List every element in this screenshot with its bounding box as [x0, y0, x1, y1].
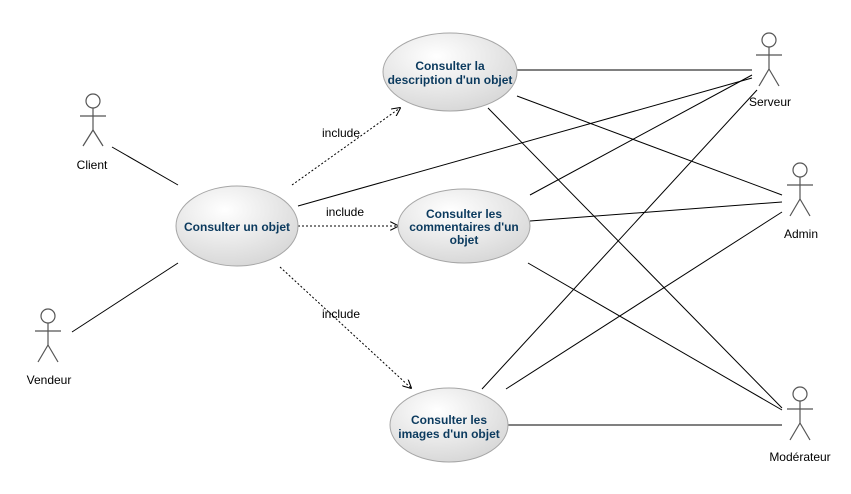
- assoc-commentaires-moderateur: [527, 262, 783, 411]
- use-case-description-line-2: description d'un objet: [388, 73, 513, 87]
- assoc-client-consulter: [111, 146, 179, 186]
- use-case-images-line-2: images d'un objet: [398, 427, 500, 441]
- assoc-vendeur-consulter: [71, 262, 179, 333]
- actor-serveur-label: Serveur: [749, 95, 791, 109]
- actor-client-label: Client: [77, 158, 108, 172]
- use-case-consulter-objet-label: Consulter un objet: [184, 220, 290, 234]
- include-label-2: include: [326, 205, 364, 219]
- use-case-images[interactable]: Consulter les images d'un objet: [389, 387, 509, 463]
- use-case-commentaires-line-1: Consulter les: [426, 207, 502, 221]
- assoc-description-admin: [516, 95, 783, 196]
- include-label-3: include: [322, 307, 360, 321]
- association-lines: [71, 69, 783, 426]
- actor-admin-label: Admin: [784, 227, 818, 241]
- actor-client[interactable]: [80, 93, 106, 147]
- assoc-description-moderateur: [487, 107, 783, 409]
- assoc-commentaires-admin: [529, 201, 783, 222]
- use-case-commentaires-line-2: commentaires d'un: [409, 220, 519, 234]
- use-case-description[interactable]: Consulter la description d'un objet: [382, 32, 518, 112]
- include-dependencies: [279, 108, 411, 388]
- actor-vendeur[interactable]: [35, 308, 61, 363]
- assoc-images-admin: [505, 211, 783, 390]
- use-case-commentaires-line-3: objet: [450, 233, 479, 247]
- assoc-images-serveur: [481, 89, 758, 390]
- assoc-commentaires-serveur: [529, 74, 753, 196]
- actor-admin[interactable]: [787, 162, 813, 217]
- actor-vendeur-label: Vendeur: [27, 373, 72, 387]
- use-case-commentaires[interactable]: Consulter les commentaires d'un objet: [397, 188, 531, 264]
- use-case-images-line-1: Consulter les: [411, 413, 487, 427]
- assoc-consulter-serveur: [297, 77, 753, 207]
- use-case-consulter-objet[interactable]: Consulter un objet: [175, 185, 299, 267]
- include-label-1: include: [322, 126, 360, 140]
- actor-serveur[interactable]: [756, 32, 782, 87]
- include-arrow-images: [279, 266, 411, 388]
- actor-moderateur-label: Modérateur: [769, 450, 830, 464]
- actor-moderateur[interactable]: [787, 386, 813, 441]
- use-case-description-line-1: Consulter la: [415, 59, 485, 73]
- include-arrow-description: [291, 108, 400, 186]
